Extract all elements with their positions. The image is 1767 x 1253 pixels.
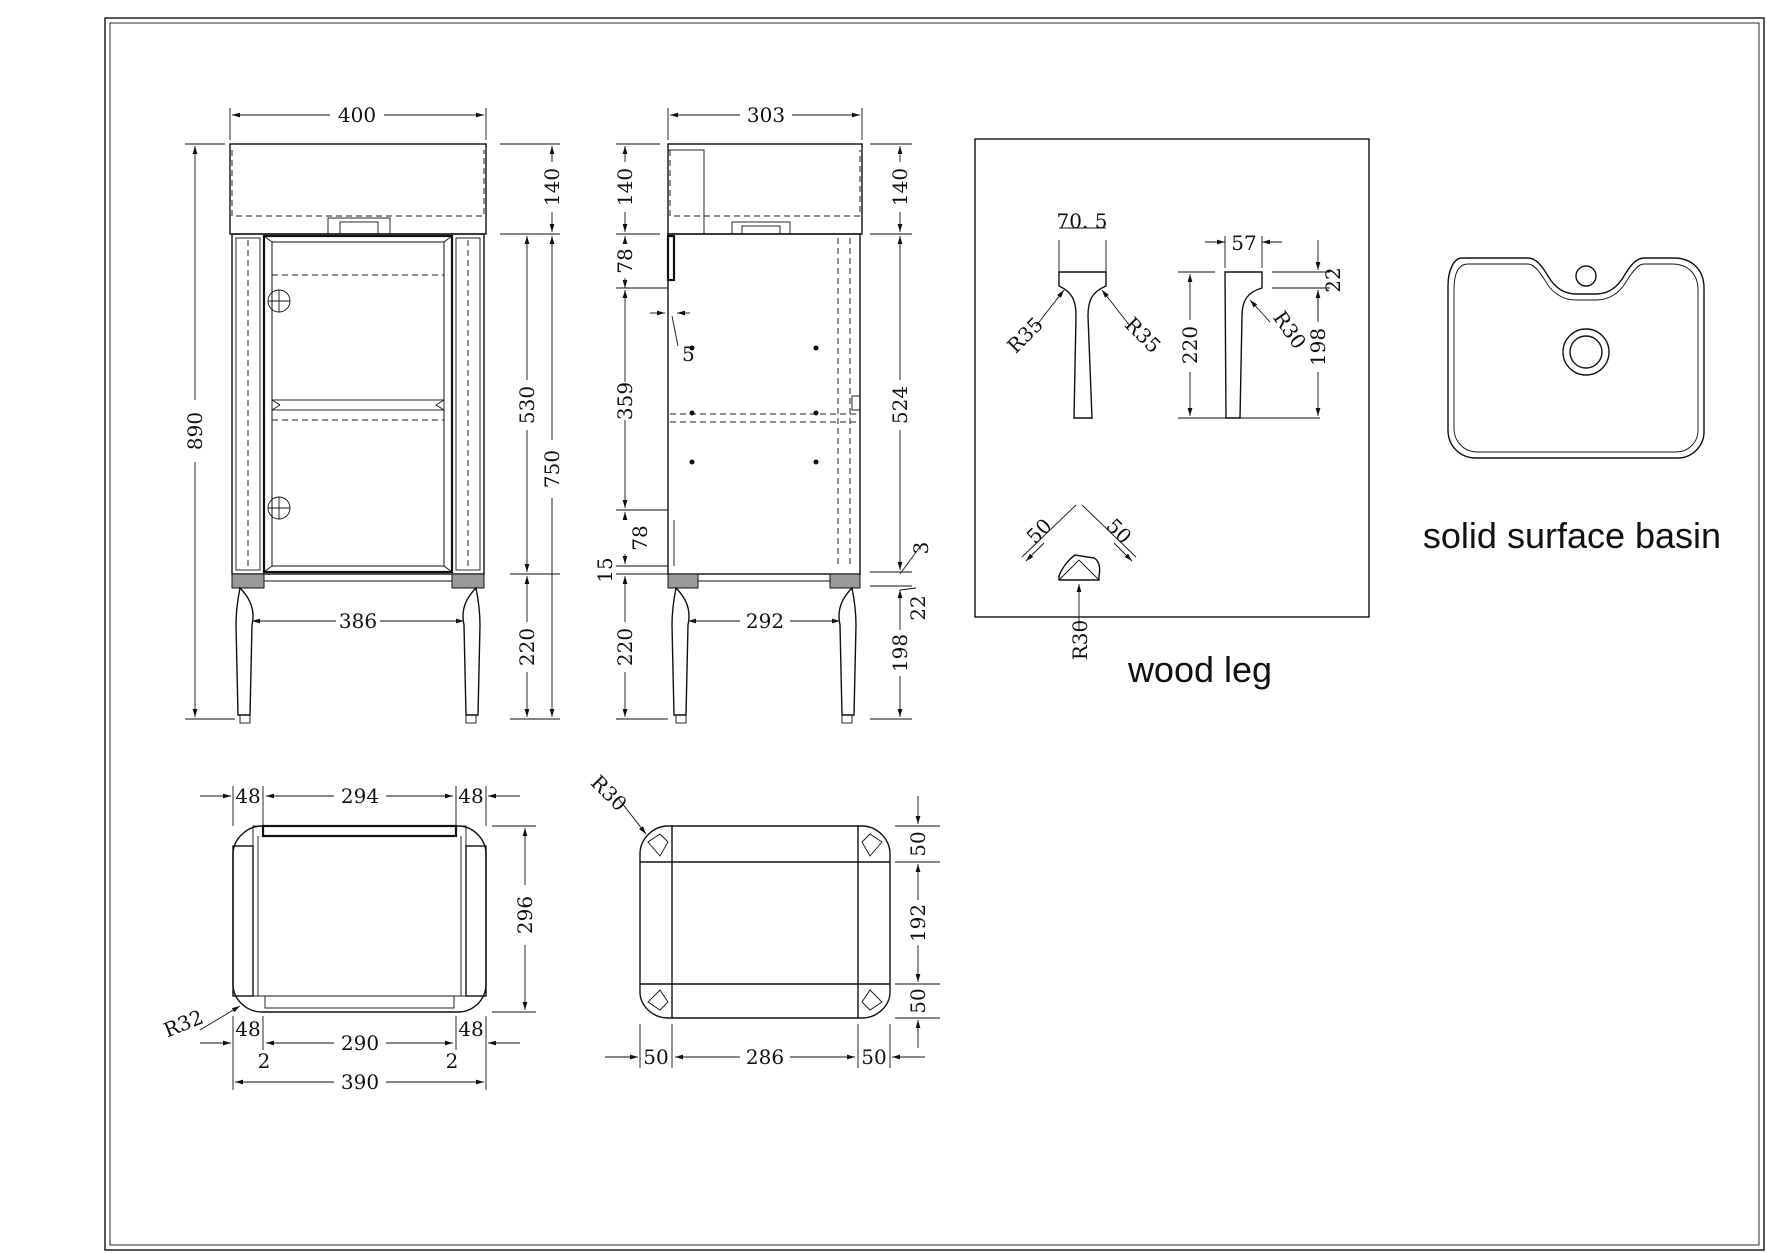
plan-gap-right: 2 — [446, 1049, 459, 1073]
dim-side-base-thickness: 15 — [593, 557, 617, 582]
dim-side-depth: 303 — [747, 103, 785, 127]
leg-section-a: 50 — [1022, 514, 1057, 549]
dim-front-leg-span: 386 — [339, 609, 377, 633]
dim-side-offset-22: 22 — [906, 595, 930, 620]
leg-section-radius: R30 — [1068, 620, 1092, 661]
plan-top-mid: 294 — [341, 784, 379, 808]
basin-plan: solid surface basin — [1423, 257, 1721, 556]
frame-outer — [104, 17, 1765, 1251]
base-side-top: 50 — [906, 831, 930, 856]
plan-corner-radius: R32 — [160, 1005, 207, 1042]
leg-front-width: 70. 5 — [1057, 209, 1108, 233]
base-bottom-mid: 286 — [746, 1045, 784, 1069]
plan-bottom-right: 48 — [458, 1017, 483, 1041]
dim-front-total-height: 890 — [183, 412, 207, 450]
basin-caption: solid surface basin — [1423, 515, 1721, 556]
dim-front-leg-height: 220 — [515, 628, 539, 666]
dim-front-cabinet-height: 530 — [515, 386, 539, 424]
leg-section-b: 50 — [1101, 514, 1136, 549]
plan-depth: 296 — [513, 896, 537, 934]
plan-bottom-left: 48 — [235, 1017, 260, 1041]
cabinet-plan-dimensions: 48 294 48 296 R32 48 290 48 2 2 390 — [160, 784, 537, 1094]
plan-top-right: 48 — [458, 784, 483, 808]
dim-side-inner-height: 359 — [613, 382, 637, 420]
leg-side-height: 220 — [1178, 326, 1202, 364]
dim-side-leg-left: 220 — [613, 628, 637, 666]
side-elevation — [666, 143, 863, 724]
cabinet-plan — [232, 824, 487, 1013]
base-side-mid: 192 — [906, 904, 930, 942]
dim-front-basin-height: 140 — [540, 168, 564, 206]
plan-overall: 390 — [341, 1070, 379, 1094]
dim-side-basin-right: 140 — [888, 168, 912, 206]
leg-side-width: 57 — [1231, 231, 1256, 255]
base-bottom-left: 50 — [643, 1045, 668, 1069]
plan-gap-left: 2 — [258, 1049, 271, 1073]
dim-side-basin-left: 140 — [613, 168, 637, 206]
dim-side-leg-span: 292 — [746, 609, 784, 633]
front-dimensions: 400 890 140 530 750 220 386 — [183, 103, 564, 720]
frame-inner — [109, 22, 1760, 1246]
dim-front-width: 400 — [338, 103, 376, 127]
dim-side-cabinet-right: 524 — [888, 386, 912, 424]
leg-side-lower: 198 — [1306, 328, 1330, 366]
leg-side-radius: R30 — [1268, 307, 1311, 354]
leg-side-top: 22 — [1321, 267, 1345, 292]
base-bottom-right: 50 — [861, 1045, 886, 1069]
plan-top-left: 48 — [235, 784, 260, 808]
wood-leg-detail: 70. 5 R35 R35 57 22 220 198 R30 — [974, 138, 1370, 690]
dim-side-top-rail: 78 — [613, 248, 637, 273]
side-dimensions: 303 140 78 5 359 78 15 220 140 — [593, 103, 933, 720]
base-plan — [639, 825, 891, 1019]
dim-side-offset-3: 3 — [909, 542, 933, 555]
dim-side-gap: 5 — [682, 342, 695, 366]
base-corner-radius: R30 — [586, 770, 632, 816]
front-elevation — [229, 143, 487, 724]
dim-side-bottom-rail: 78 — [628, 525, 652, 550]
base-side-bottom: 50 — [906, 988, 930, 1013]
leg-radius-right: R35 — [1120, 312, 1166, 358]
plan-bottom-mid: 290 — [341, 1031, 379, 1055]
dim-side-leg-right: 198 — [888, 634, 912, 672]
base-plan-dimensions: R30 50 192 50 50 286 50 — [586, 770, 940, 1069]
dim-front-body-height: 750 — [540, 450, 564, 488]
wood-leg-caption: wood leg — [1127, 649, 1272, 690]
